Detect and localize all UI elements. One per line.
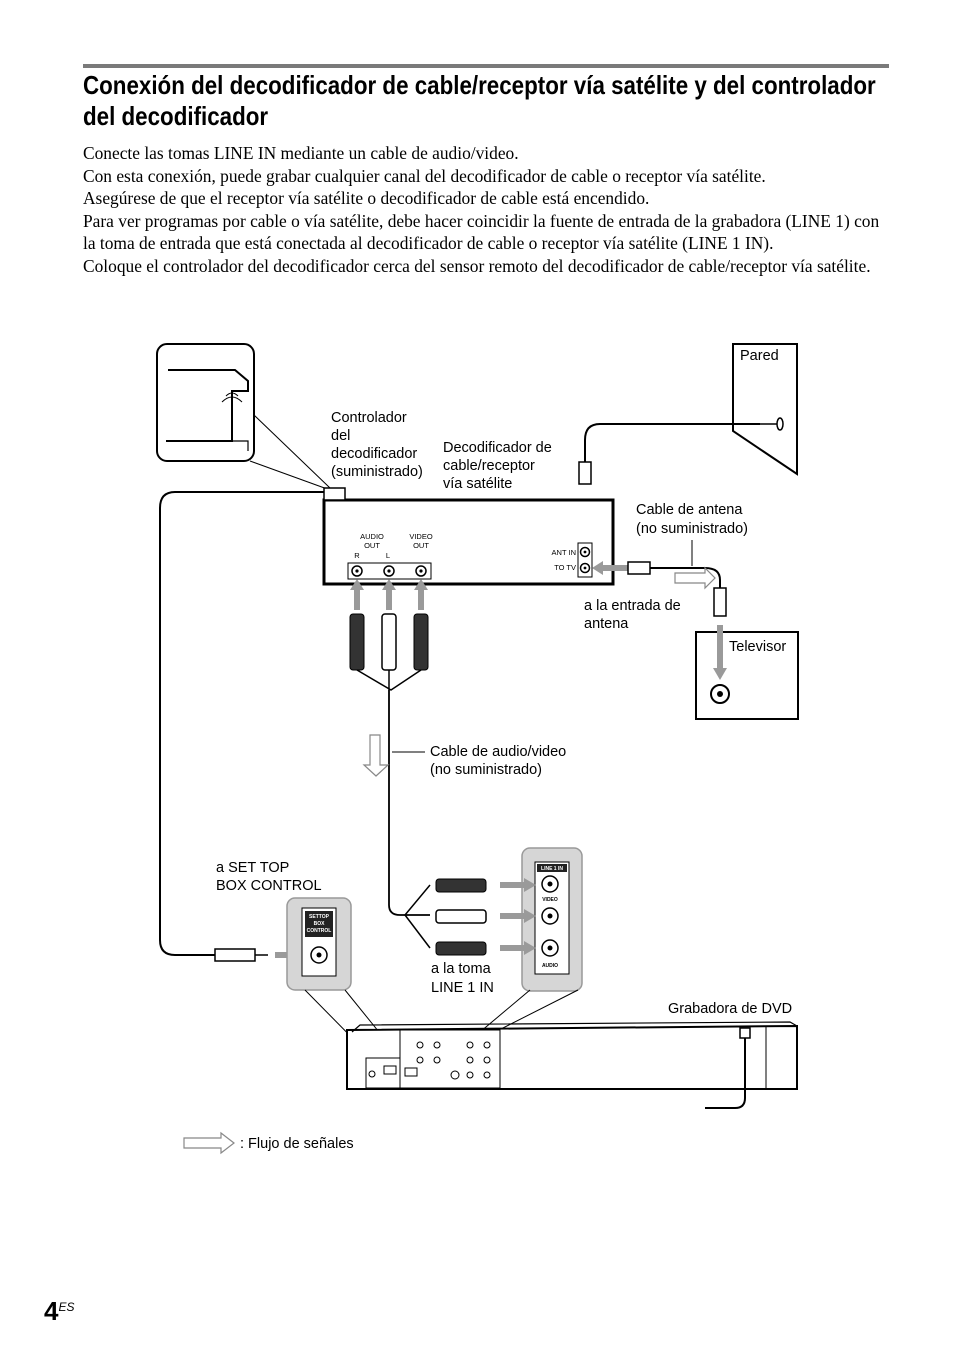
svg-text:R: R bbox=[354, 551, 360, 560]
svg-text:cable/receptor: cable/receptor bbox=[443, 458, 535, 474]
paragraph: Asegúrese de que el receptor vía satélit… bbox=[83, 188, 650, 209]
svg-text:Cable de audio/video: Cable de audio/video bbox=[430, 744, 566, 760]
svg-text:Decodificador de: Decodificador de bbox=[443, 440, 552, 456]
svg-text:a la toma: a la toma bbox=[431, 961, 492, 977]
svg-text:OUT: OUT bbox=[413, 541, 429, 550]
paragraph: Con esta conexión, puede grabar cualquie… bbox=[83, 165, 766, 186]
page-title: Conexión del decodificador de cable/rece… bbox=[83, 70, 876, 131]
svg-text:Televisor: Televisor bbox=[729, 639, 786, 655]
svg-text:SETTOP: SETTOP bbox=[309, 914, 330, 920]
svg-text:(no suministrado): (no suministrado) bbox=[636, 521, 748, 537]
svg-text:AUDIO: AUDIO bbox=[542, 963, 558, 969]
svg-text:a SET TOP: a SET TOP bbox=[216, 860, 289, 876]
line1-panel: LINE 1 IN VIDEO AUDIO bbox=[521, 847, 583, 992]
svg-text:OUT: OUT bbox=[364, 541, 380, 550]
recorder-label: Grabadora de DVD bbox=[668, 1001, 792, 1017]
wall-label: Pared bbox=[740, 348, 779, 364]
paragraph: Para ver programas por cable o vía satél… bbox=[83, 210, 880, 254]
svg-text:(suministrado): (suministrado) bbox=[331, 464, 423, 480]
paragraph: Coloque el controlador del decodificador… bbox=[83, 255, 871, 276]
set-top-label: a SET TOP BOX CONTROL bbox=[216, 860, 322, 894]
svg-text:decodificador: decodificador bbox=[331, 446, 417, 462]
svg-text:Controlador: Controlador bbox=[331, 410, 407, 426]
svg-text:BOX CONTROL: BOX CONTROL bbox=[216, 878, 322, 894]
svg-text:a la entrada de: a la entrada de bbox=[584, 598, 681, 614]
title-rule bbox=[83, 64, 889, 68]
svg-text:VIDEO: VIDEO bbox=[542, 897, 558, 903]
controller-inset bbox=[156, 343, 331, 491]
television: Televisor bbox=[695, 625, 799, 720]
legend-label: : Flujo de señales bbox=[240, 1136, 354, 1152]
svg-text:AUDIO: AUDIO bbox=[360, 532, 384, 541]
dvd-recorder: Grabadora de DVD bbox=[346, 1001, 798, 1109]
decoder-label: Decodificador de cable/receptor vía saté… bbox=[443, 440, 552, 492]
wall: Pared bbox=[732, 343, 798, 476]
svg-text:CONTROL: CONTROL bbox=[307, 928, 332, 934]
page-number: 4ES bbox=[44, 1296, 75, 1326]
svg-text:VIDEO: VIDEO bbox=[409, 532, 433, 541]
svg-text:ANT IN: ANT IN bbox=[552, 548, 576, 557]
av-plugs-bottom bbox=[435, 878, 536, 956]
decoder-box: AUDIO OUT VIDEO OUT R L ANT IN TO TV bbox=[322, 487, 615, 586]
svg-text:BOX: BOX bbox=[314, 921, 326, 927]
svg-text:antena: antena bbox=[584, 616, 629, 632]
svg-text:(no suministrado): (no suministrado) bbox=[430, 762, 542, 778]
svg-text:LINE 1 IN: LINE 1 IN bbox=[431, 980, 494, 996]
svg-text:vía satélite: vía satélite bbox=[443, 476, 512, 492]
paragraph: Conecte las tomas LINE IN mediante un ca… bbox=[83, 143, 519, 163]
svg-text:del: del bbox=[331, 428, 350, 444]
av-cable-label: Cable de audio/video (no suministrado) bbox=[430, 744, 566, 778]
av-plugs-top bbox=[349, 579, 429, 691]
legend: : Flujo de señales bbox=[183, 1131, 354, 1155]
body-text: Conecte las tomas LINE IN mediante un ca… bbox=[83, 142, 893, 278]
set-top-panel: SETTOP BOX CONTROL bbox=[286, 897, 352, 991]
controller-label: Controlador del decodificador (suministr… bbox=[331, 410, 423, 480]
svg-text:TO TV: TO TV bbox=[554, 563, 576, 572]
svg-text:LINE 1 IN: LINE 1 IN bbox=[541, 866, 563, 872]
line1-jack-label: a la toma LINE 1 IN bbox=[431, 961, 494, 996]
antenna-cable-label: Cable de antena (no suministrado) bbox=[636, 502, 748, 537]
svg-text:L: L bbox=[386, 551, 390, 560]
antenna-input-label: a la entrada de antena bbox=[584, 598, 681, 632]
svg-text:Cable de antena: Cable de antena bbox=[636, 502, 743, 518]
